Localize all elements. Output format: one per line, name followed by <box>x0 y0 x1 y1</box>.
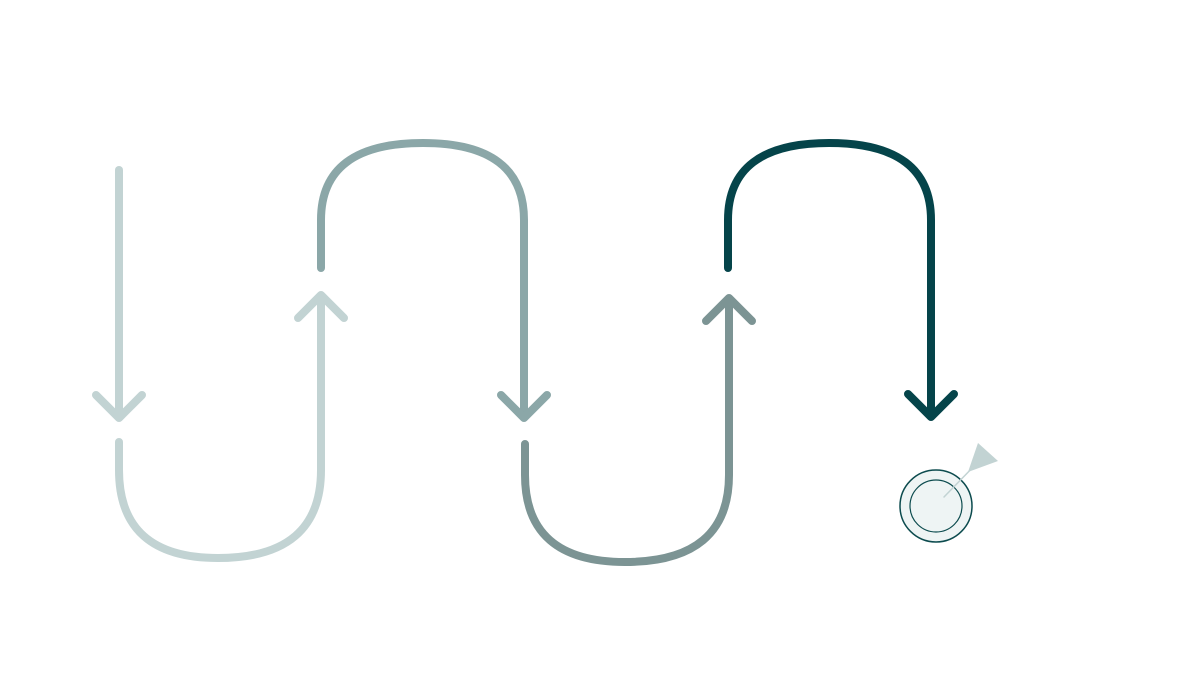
segment-3 <box>317 139 551 422</box>
segment-5-line <box>724 139 935 418</box>
segment-4 <box>521 294 756 566</box>
segment-3-arrowhead-down <box>497 391 551 422</box>
segment-5 <box>724 139 958 421</box>
segment-1-arrowhead-down <box>92 391 146 422</box>
dart-fletching <box>968 443 998 472</box>
target-with-dart-icon <box>899 443 998 543</box>
segment-2 <box>115 291 348 562</box>
segment-2-arrowhead-up <box>294 291 348 322</box>
segment-2-line <box>115 294 325 562</box>
segment-3-line <box>317 139 528 418</box>
segment-4-line <box>521 296 733 566</box>
segment-1 <box>92 166 146 422</box>
segment-5-arrowhead-down <box>904 390 958 421</box>
target-inner-ring <box>909 479 963 533</box>
target-outer-ring <box>899 469 973 543</box>
segment-4-arrowhead-up <box>702 294 756 325</box>
